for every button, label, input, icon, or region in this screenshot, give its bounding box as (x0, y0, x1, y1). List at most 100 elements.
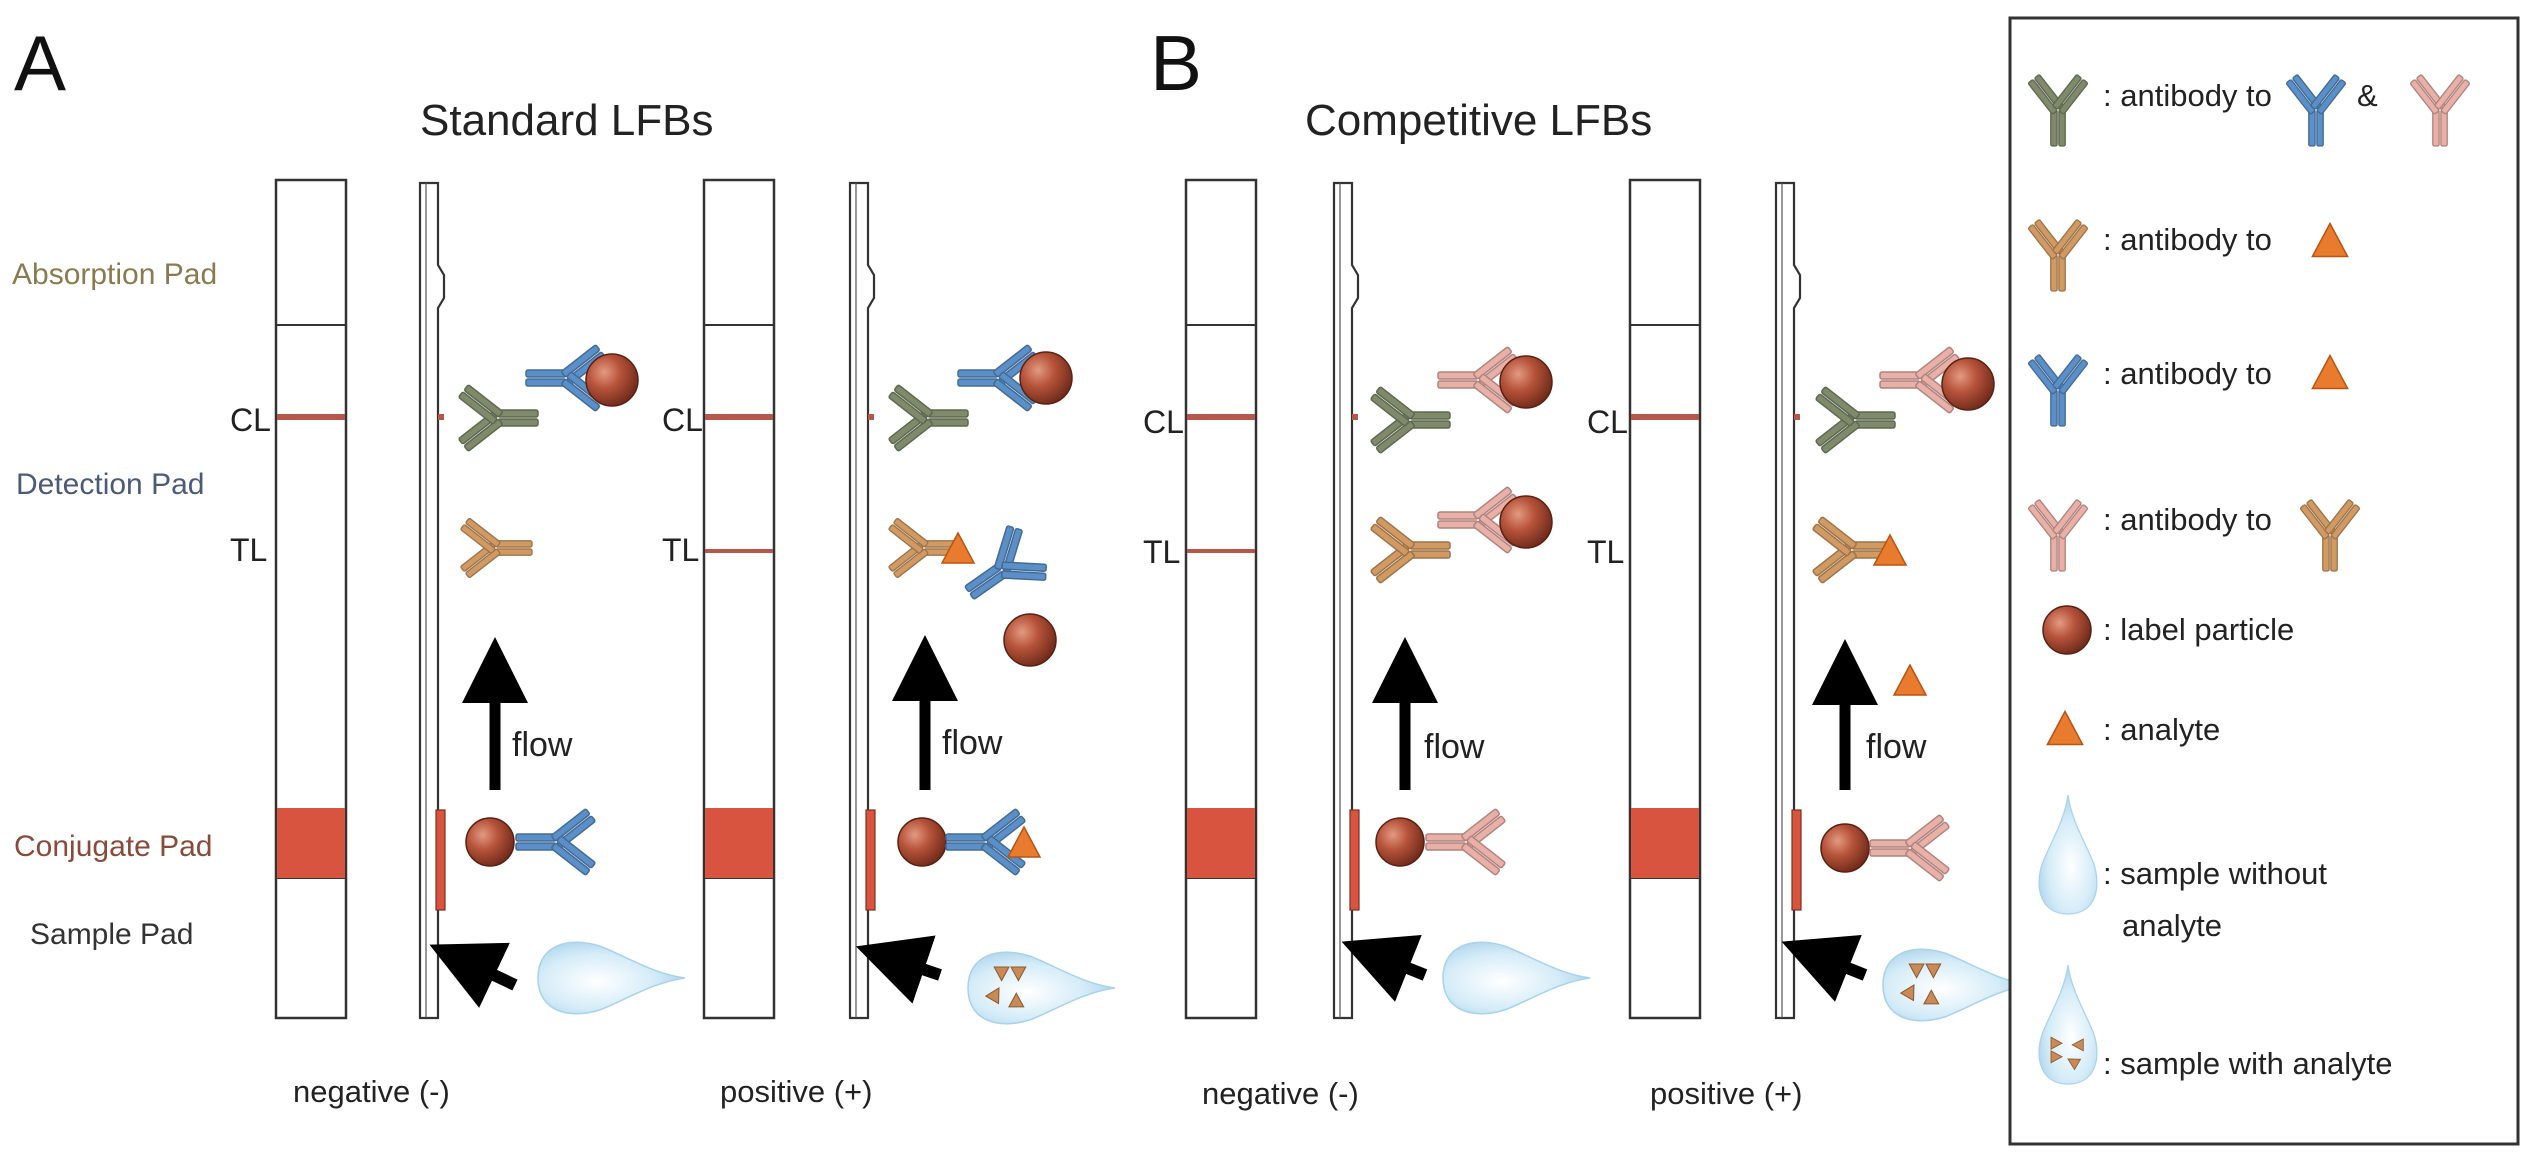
a-pos-strip (702, 178, 776, 1020)
a-pos-tl-blue-antibody (964, 525, 1048, 600)
absorption-pad-label: Absorption Pad (12, 258, 218, 291)
legend-box (2008, 16, 2520, 1146)
a-pos-cl-blue-antibody (957, 344, 1038, 412)
legend-pink-antibody-2 (2027, 499, 2089, 572)
a-pos-cl-green-antibody (888, 384, 969, 452)
b-pos-control-line (1631, 414, 1699, 420)
b-pos-free-analyte (1892, 663, 1928, 696)
flow-label-b-pos: flow (1866, 728, 1927, 766)
b-neg-strip (1184, 178, 1258, 1020)
b-pos-side-conjugate (1791, 809, 1802, 911)
cl-label-a-pos: CL (662, 402, 703, 438)
b-pos-cl-green-antibody (1815, 386, 1896, 454)
b-pos-cl-particle (1941, 357, 1995, 411)
legend-analyte-2 (2311, 353, 2349, 390)
legend-text-8: : sample with analyte (2103, 1046, 2393, 1081)
legend-text-2: : antibody to (2103, 222, 2272, 257)
a-pos-side-conjugate (865, 809, 876, 911)
legend-text-7a: : sample without (2103, 856, 2327, 891)
sample-pad-label: Sample Pad (30, 918, 194, 951)
a-pos-sample-arrow (855, 935, 942, 1004)
a-neg-conjugate-band (277, 808, 345, 878)
a-neg-side-conjugate (435, 809, 446, 911)
b-pos-strip (1628, 178, 1702, 1020)
b-neg-cl-particle (1499, 355, 1553, 409)
a-neg-side-cl-mark (438, 414, 444, 420)
a-neg-droplet (537, 941, 686, 1015)
legend-particle (2042, 605, 2092, 655)
b-neg-sample-arrow (1341, 934, 1428, 1002)
b-pos-tl-analyte (1872, 533, 1908, 566)
a-neg-control-line (277, 414, 345, 420)
flow-label-b-neg: flow (1424, 728, 1485, 766)
legend-pink-antibody-1 (2409, 74, 2471, 147)
b-neg-tl-particle (1499, 495, 1553, 549)
flow-label-a-pos: flow (942, 724, 1003, 762)
a-neg-conj-blue-antibody (515, 808, 596, 876)
b-neg-test-line (1187, 549, 1255, 553)
caption-b-positive: positive (+) (1650, 1076, 1803, 1111)
cl-label-b-neg: CL (1143, 404, 1184, 440)
legend-blue-antibody-2 (2027, 354, 2089, 427)
b-pos-tl-tan-antibody (1812, 516, 1893, 584)
legend-droplet-with (2038, 964, 2098, 1085)
caption-a-negative: negative (-) (293, 1074, 450, 1109)
legend-text-4: : antibody to (2103, 502, 2272, 537)
legend-analyte-3 (2046, 709, 2084, 746)
b-pos-sample-arrow (1781, 934, 1868, 1002)
b-pos-conj-particle (1820, 823, 1870, 873)
a-pos-conj-blue-antibody (945, 808, 1026, 876)
b-pos-droplet (1882, 948, 2031, 1022)
flow-label-a-neg: flow (512, 726, 573, 764)
a-pos-tl-particle (1003, 613, 1057, 667)
tl-label-b-pos: TL (1587, 534, 1625, 570)
a-pos-cl-particle (1019, 351, 1073, 405)
b-neg-cl-green-antibody (1370, 386, 1451, 454)
a-pos-control-line (705, 414, 773, 420)
legend-text-6: : analyte (2103, 712, 2221, 747)
cl-label-a-neg: CL (230, 402, 271, 438)
a-neg-sample-arrow (429, 942, 518, 1008)
a-neg-cl-green-antibody (458, 384, 539, 452)
a-pos-conj-particle (897, 817, 947, 867)
conjugate-pad-label: Conjugate Pad (14, 830, 213, 863)
legend-tan-antibody (2027, 219, 2089, 292)
b-neg-tl-tan-antibody (1370, 516, 1451, 584)
caption-b-negative: negative (-) (1202, 1076, 1359, 1111)
a-pos-droplet (967, 951, 1116, 1025)
b-neg-side-cl-mark (1352, 414, 1358, 420)
b-neg-droplet (1442, 941, 1591, 1015)
a-pos-conjugate-band (705, 808, 773, 878)
tl-label-a-neg: TL (230, 532, 268, 568)
legend-analyte-1 (2311, 221, 2349, 258)
detection-pad-label: Detection Pad (16, 468, 205, 501)
legend-droplet-without (2038, 794, 2098, 915)
legend-text-7b: analyte (2122, 908, 2222, 943)
b-neg-side-conjugate (1349, 809, 1360, 911)
tl-label-a-pos: TL (662, 532, 700, 568)
legend-text-3: : antibody to (2103, 356, 2272, 391)
legend-green-antibody (2027, 74, 2089, 147)
panel-b-letter: B (1150, 19, 1203, 107)
a-pos-side-cl-mark (868, 414, 874, 420)
legend-tan-antibody-2 (2299, 499, 2361, 572)
cl-label-b-pos: CL (1587, 404, 1628, 440)
legend-ampersand: & (2357, 78, 2378, 113)
a-pos-conj-analyte (1006, 825, 1042, 858)
panel-a-letter: A (14, 19, 67, 107)
b-pos-side-cl-mark (1794, 414, 1800, 420)
a-neg-strip (274, 178, 348, 1020)
legend-blue-antibody-1 (2285, 74, 2347, 147)
caption-a-positive: positive (+) (720, 1074, 873, 1109)
b-neg-conj-pink-antibody (1425, 808, 1506, 876)
a-pos-test-line (705, 549, 773, 553)
a-pos-tl-tan-antibody (888, 517, 961, 579)
legend-text-5: : label particle (2103, 612, 2295, 647)
a-neg-cl-particle (585, 353, 639, 407)
a-neg-tl-tan-antibody (460, 517, 533, 579)
tl-label-b-neg: TL (1143, 534, 1181, 570)
b-pos-conjugate-band (1631, 808, 1699, 878)
b-neg-conj-particle (1375, 817, 1425, 867)
b-neg-conjugate-band (1187, 808, 1255, 878)
